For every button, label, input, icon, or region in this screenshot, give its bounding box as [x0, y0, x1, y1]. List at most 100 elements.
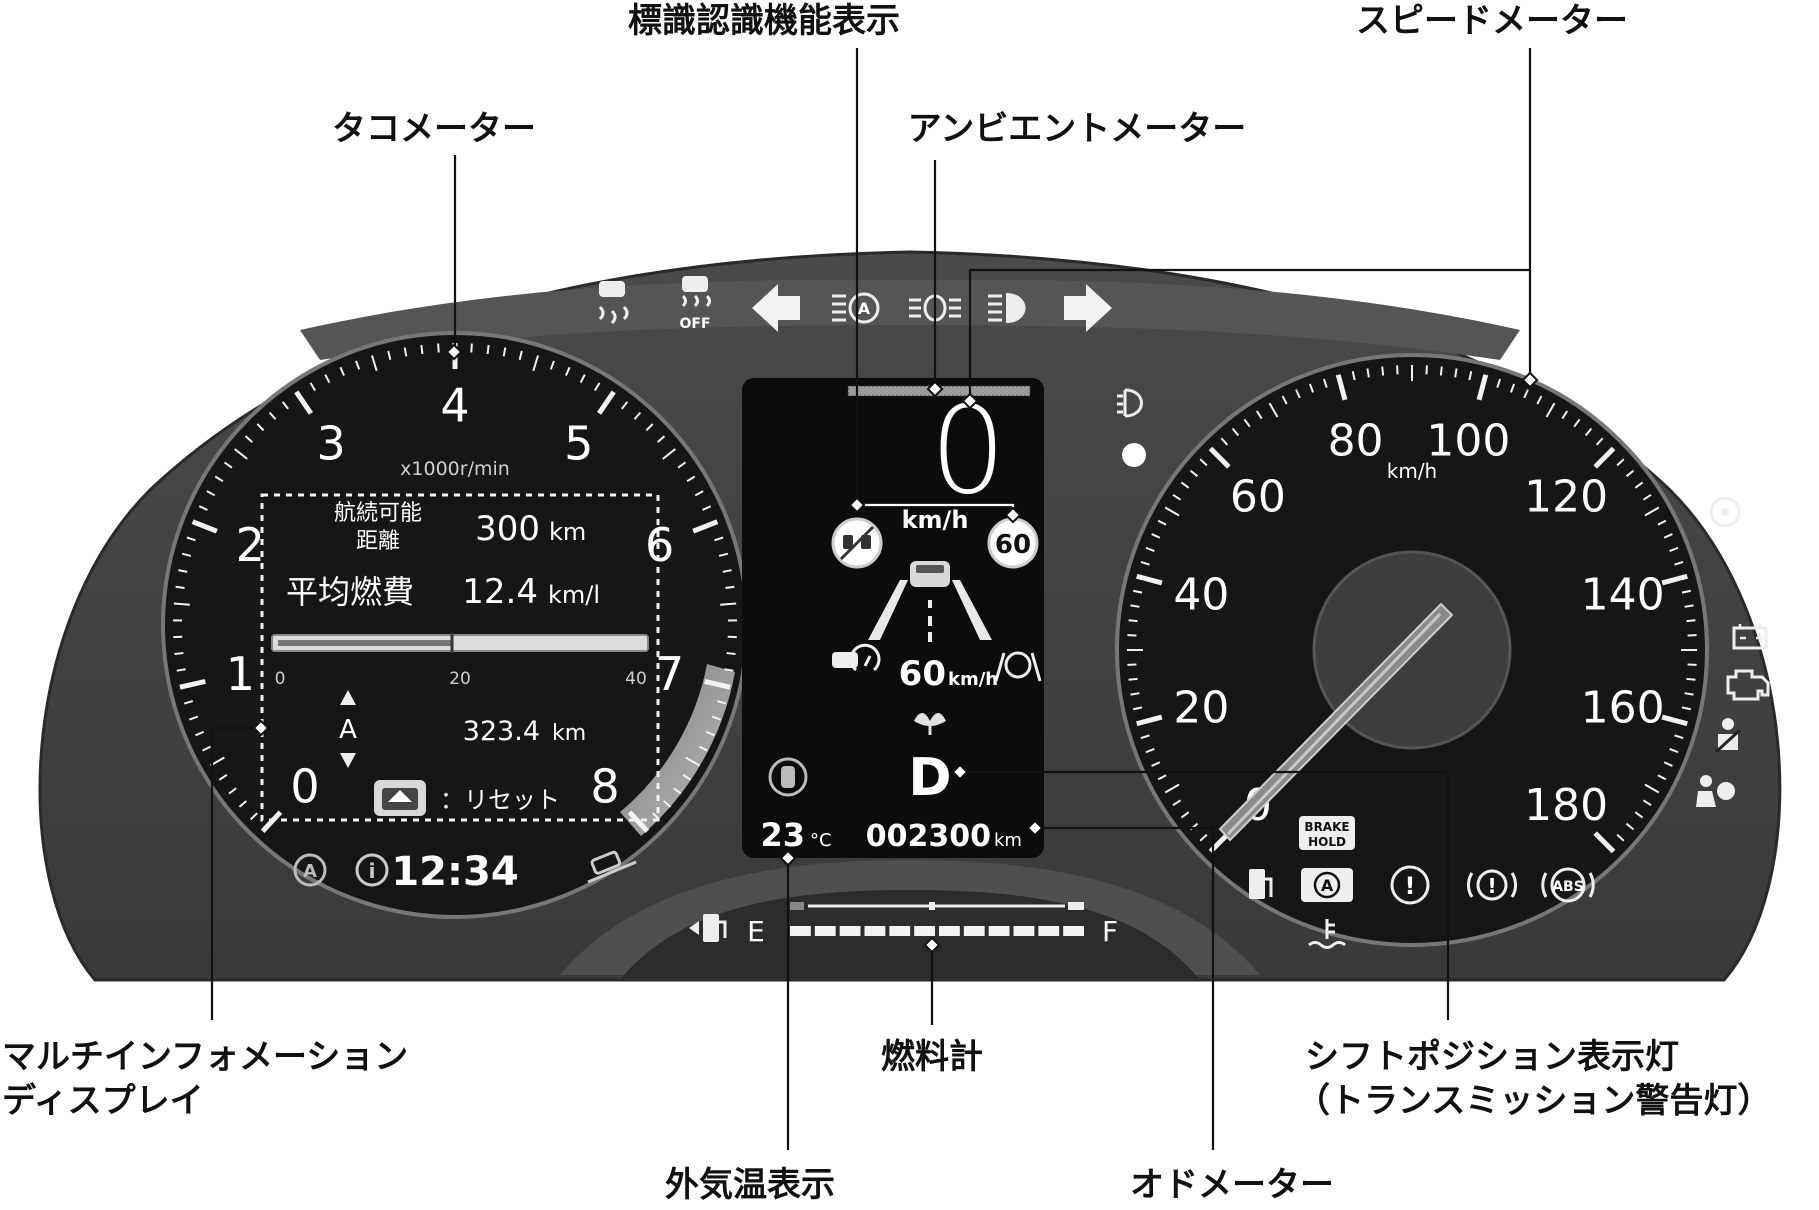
callout-shift-line2: （トランスミッション警告灯） — [1296, 1081, 1771, 1121]
speed-tick — [1644, 506, 1660, 517]
svg-text:!: ! — [1743, 496, 1756, 529]
center-display-content: 0 km/h 60 60 km/h — [760, 382, 1042, 854]
fog-rear-icon — [1117, 388, 1143, 418]
tach-tick — [189, 715, 199, 721]
callout-mid-line2: ディスプレイ — [2, 1081, 204, 1121]
avg-fuel-unit: km/l — [548, 581, 600, 609]
odometer-unit: km — [994, 830, 1022, 851]
speed-tick — [1625, 822, 1635, 831]
speed-tick — [1231, 427, 1240, 437]
speed-tick — [1140, 560, 1150, 566]
tach-tick — [403, 347, 408, 357]
tach-tick — [532, 355, 539, 372]
tach-tick — [183, 700, 194, 705]
center-display — [742, 378, 1044, 858]
tach-label: 2 — [236, 518, 265, 572]
speed-tick — [1268, 402, 1279, 418]
tach-tick — [218, 774, 228, 781]
speed-tick — [1616, 833, 1625, 842]
svg-text:A: A — [1321, 876, 1334, 895]
speed-tick — [1151, 761, 1161, 767]
tach-tick — [711, 715, 721, 721]
callout-shift-line1: シフトポジション表示灯 — [1305, 1037, 1679, 1077]
speed-label: 120 — [1524, 472, 1608, 523]
mid-frame — [260, 493, 660, 822]
speed-tick — [1573, 418, 1581, 428]
outside-temp-unit: °C — [810, 830, 832, 851]
speed-tick — [1536, 395, 1543, 405]
speed-label: 140 — [1581, 569, 1665, 620]
tach-tick — [256, 423, 265, 432]
tach-tick — [179, 679, 206, 690]
tach-tick — [355, 360, 361, 370]
callout-tachometer: タコメーター — [332, 109, 536, 149]
speed-tick — [1669, 747, 1679, 754]
reset-button-icon — [374, 780, 426, 816]
speed-tick — [1199, 458, 1208, 467]
tach-label: 4 — [440, 379, 469, 433]
auto-brake-hold-icon: A — [1301, 868, 1353, 902]
speed-label: 60 — [1230, 472, 1286, 523]
tach-tick — [178, 569, 188, 573]
speed-tick — [1545, 402, 1556, 418]
tach-tick — [281, 401, 289, 410]
cluster-top-band — [300, 279, 1520, 360]
speed-label: 100 — [1426, 415, 1510, 466]
fuel-gauge: E F — [689, 902, 1118, 948]
tach-tick — [214, 475, 224, 483]
speed-tick — [1523, 389, 1529, 399]
tach-tick — [565, 366, 571, 376]
speed-tick — [1616, 458, 1625, 467]
tach-tick — [195, 730, 205, 737]
indicator-light-dot — [1122, 443, 1146, 467]
tach-tick — [716, 700, 727, 705]
speed-tick — [1593, 831, 1616, 854]
speed-tick — [1128, 619, 1138, 623]
speed-tick — [1468, 371, 1473, 381]
speed-tick — [1220, 437, 1229, 446]
brake-system-icon: ! — [1467, 869, 1517, 901]
speed-tick — [1454, 368, 1458, 378]
coolant-temp-icon — [1308, 919, 1346, 949]
fuel-level-segment — [1038, 926, 1060, 936]
tach-tick — [324, 374, 331, 384]
tach-tick — [702, 505, 712, 511]
brake-hold-icon: BRAKE HOLD — [1299, 816, 1355, 850]
tach-tick — [682, 774, 692, 781]
speed-tick — [1366, 368, 1370, 378]
speed-tick — [1281, 395, 1288, 405]
speed-tick — [1140, 734, 1150, 740]
speed-tick — [1681, 589, 1691, 594]
fuel-full-label: F — [1102, 915, 1118, 948]
speed-tick — [1130, 604, 1140, 608]
turn-right-icon — [1064, 284, 1112, 332]
shift-position: D — [908, 748, 951, 808]
tach-tick — [228, 787, 237, 795]
lane-road-left — [868, 580, 908, 640]
brake-hold-label-2: HOLD — [1308, 835, 1346, 849]
speed-tick — [1661, 714, 1688, 727]
tach-label: 5 — [564, 417, 593, 471]
speedometer-needle-highlight — [1226, 612, 1442, 836]
tpms-icon: ! — [1390, 865, 1430, 905]
fuel-level-segment — [914, 926, 935, 936]
speed-tick — [1657, 774, 1667, 781]
speed-tick — [1133, 589, 1143, 594]
speed-tick — [1295, 389, 1301, 399]
trip-value: 323.4 — [463, 716, 540, 747]
tach-tick — [724, 668, 734, 672]
speed-tick — [1644, 783, 1660, 794]
callout-ambient-meter: アンビエントメーター — [908, 109, 1247, 149]
clock: 12:34 — [391, 849, 518, 895]
tach-tick — [722, 569, 732, 573]
tach-tick — [633, 411, 642, 420]
trip-down-arrow — [340, 753, 356, 768]
fuel-scale-40: 40 — [625, 669, 647, 689]
outside-temp-value: 23 — [760, 816, 805, 854]
fuel-level-segment — [839, 926, 861, 936]
fuel-level-segment — [988, 926, 1010, 936]
speed-tick — [1351, 371, 1356, 381]
lead-vehicle-icon — [910, 561, 950, 587]
callout-fuel-gauge: 燃料計 — [881, 1037, 983, 1077]
tach-tick — [437, 343, 440, 353]
